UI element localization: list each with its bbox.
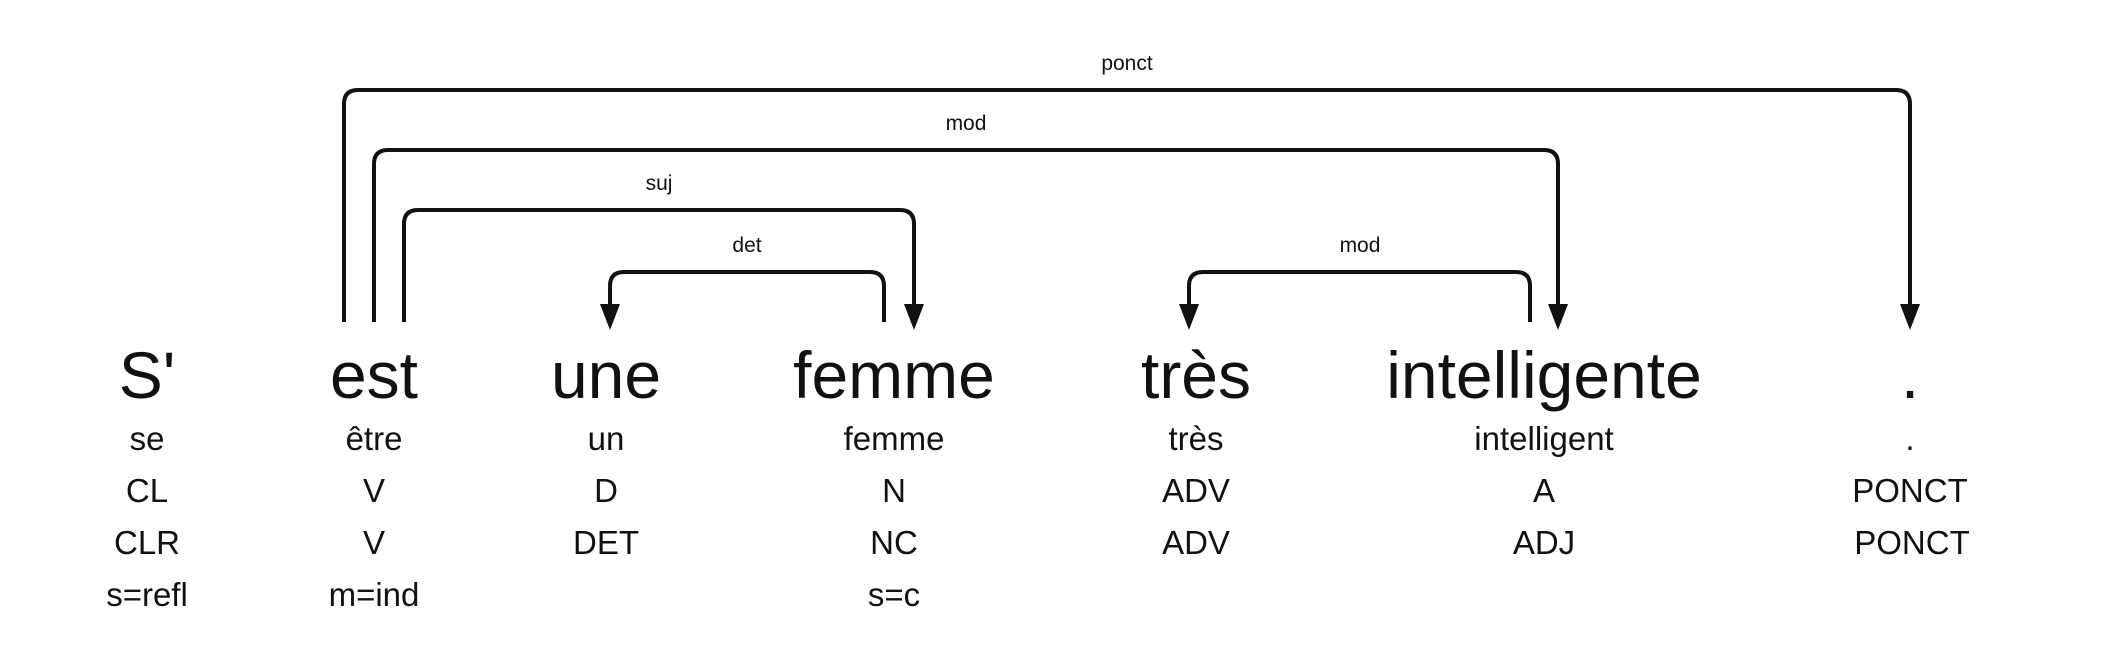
token-column-intelligente: intelligente intelligent A ADJ (1386, 338, 1702, 561)
token-feats: s=refl (106, 576, 188, 613)
token-cpos: CL (126, 472, 168, 509)
token-lemma: femme (844, 420, 945, 457)
arc-group: ponct mod suj det mod (342, 52, 1920, 330)
arrowhead-suj (904, 304, 924, 330)
token-pos: NC (870, 524, 918, 561)
token-form: une (551, 338, 661, 412)
token-column-s: S' se CL CLR s=refl (106, 338, 188, 613)
token-feats: m=ind (329, 576, 420, 613)
arc-label-det: det (732, 234, 761, 257)
token-cpos: V (363, 472, 385, 509)
token-pos: V (363, 524, 385, 561)
arrowhead-mod-intelligente (1548, 304, 1568, 330)
token-form: très (1141, 338, 1251, 412)
token-form: S' (119, 338, 176, 412)
arc-suj-est-to-femme (402, 208, 916, 322)
token-column-period: . . PONCT PONCT (1852, 338, 1970, 561)
token-form: femme (793, 338, 995, 412)
arrowhead-det (600, 304, 620, 330)
token-pos: PONCT (1854, 524, 1970, 561)
arc-label-ponct: ponct (1101, 52, 1153, 75)
token-pos: CLR (114, 524, 180, 561)
token-form: . (1901, 338, 1919, 412)
token-column-une: une un D DET (551, 338, 661, 561)
token-form: est (330, 338, 418, 412)
arrowhead-mod-tres (1179, 304, 1199, 330)
token-cpos: A (1533, 472, 1555, 509)
token-lemma: intelligent (1474, 420, 1613, 457)
token-feats: s=c (868, 576, 920, 613)
arc-ponct-est-to-period (342, 88, 1912, 322)
token-lemma: . (1905, 420, 1914, 457)
token-pos: ADJ (1513, 524, 1575, 561)
token-lemma: un (588, 420, 625, 457)
token-pos: DET (573, 524, 639, 561)
arc-label-mod-est: mod (946, 112, 987, 135)
token-pos: ADV (1162, 524, 1230, 561)
token-cpos: ADV (1162, 472, 1230, 509)
token-cpos: D (594, 472, 618, 509)
token-column-tres: très très ADV ADV (1141, 338, 1251, 561)
token-form: intelligente (1386, 338, 1702, 412)
token-lemma: très (1168, 420, 1223, 457)
arc-det-femme-to-une (608, 270, 886, 322)
token-lemma: être (346, 420, 403, 457)
arc-mod-intelligente-to-tres (1187, 270, 1532, 322)
arc-label-suj: suj (646, 172, 673, 195)
token-column-femme: femme femme N NC s=c (793, 338, 995, 613)
token-column-est: est être V V m=ind (329, 338, 420, 613)
arrowhead-ponct (1900, 304, 1920, 330)
token-cpos: N (882, 472, 906, 509)
token-cpos: PONCT (1852, 472, 1968, 509)
arc-label-mod-intelligente: mod (1340, 234, 1381, 257)
token-lemma: se (130, 420, 165, 457)
arc-mod-est-to-intelligente (372, 148, 1560, 322)
